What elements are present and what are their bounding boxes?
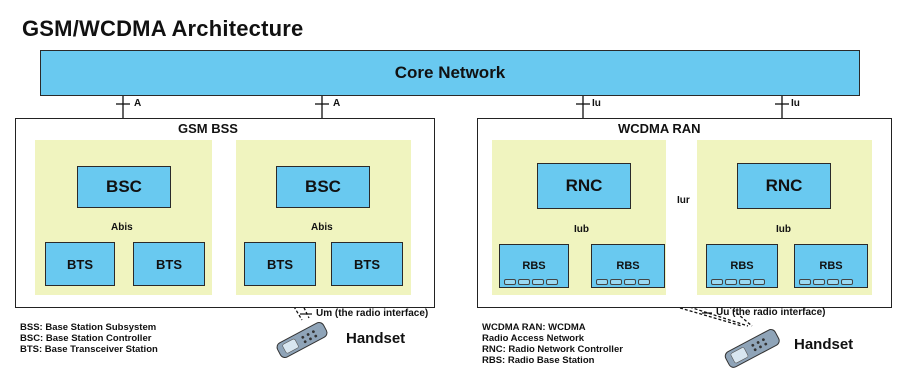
interface-iu-label: Iu xyxy=(791,98,800,109)
bsc-node: BSC xyxy=(276,166,370,208)
bts-node: BTS xyxy=(244,242,316,286)
interface-uu-label: Uu (the radio interface) xyxy=(716,307,826,318)
rbs-node: RBS xyxy=(499,244,569,288)
rnc-label: RNC xyxy=(765,176,803,195)
handset-label: Handset xyxy=(346,330,406,347)
legend-item: WCDMA RAN: WCDMA xyxy=(482,322,586,333)
interface-abis-label: Abis xyxy=(109,222,135,233)
interface-a-label: A xyxy=(134,98,142,109)
bts-node: BTS xyxy=(331,242,403,286)
handset-icon xyxy=(276,321,328,359)
rbs-node: RBS xyxy=(591,244,665,288)
interface-um-label: Um (the radio interface) xyxy=(316,308,429,319)
bsc-label: BSC xyxy=(305,177,341,196)
handset-label: Handset xyxy=(794,336,854,353)
legend-item: RNC: Radio Network Controller xyxy=(482,344,623,355)
core-network-block: Core Network xyxy=(40,50,860,96)
legend-item: BSS: Base Station Subsystem xyxy=(20,322,157,333)
rbs-node: RBS xyxy=(706,244,778,288)
legend-item: Radio Access Network xyxy=(482,333,585,344)
interface-iub-label: Iub xyxy=(774,224,793,235)
gsm-bss-label: GSM BSS xyxy=(174,121,242,136)
rbs-node: RBS xyxy=(794,244,868,288)
interface-iub-label: Iub xyxy=(572,224,591,235)
rbs-label: RBS xyxy=(522,260,546,272)
legend-gsm: BSS: Base Station Subsystem BSC: Base St… xyxy=(20,322,158,355)
rbs-label: RBS xyxy=(730,260,754,272)
diagram-title: GSM/WCDMA Architecture xyxy=(22,16,304,41)
rbs-label: RBS xyxy=(616,260,640,272)
core-network-label: Core Network xyxy=(394,63,506,82)
bts-node: BTS xyxy=(45,242,115,286)
rnc-node: RNC xyxy=(737,163,831,209)
legend-item: RBS: Radio Base Station xyxy=(482,355,595,366)
wcdma-ran-label: WCDMA RAN xyxy=(614,121,705,136)
handset-icon xyxy=(724,329,780,368)
bts-node: BTS xyxy=(133,242,205,286)
rnc-node: RNC xyxy=(537,163,631,209)
bts-label: BTS xyxy=(354,256,380,272)
legend-item: BSC: Base Station Controller xyxy=(20,333,152,344)
rbs-label: RBS xyxy=(819,260,843,272)
legend-item: BTS: Base Transceiver Station xyxy=(20,344,158,355)
rnc-label: RNC xyxy=(565,176,603,195)
bsc-node: BSC xyxy=(77,166,171,208)
bsc-label: BSC xyxy=(106,177,142,196)
interface-abis-label: Abis xyxy=(309,222,335,233)
interface-iur-label: Iur xyxy=(677,195,690,206)
bts-label: BTS xyxy=(67,256,93,272)
interface-iu-label: Iu xyxy=(592,98,601,109)
bts-label: BTS xyxy=(267,256,293,272)
interface-a-label: A xyxy=(333,98,341,109)
legend-wcdma: WCDMA RAN: WCDMA Radio Access Network RN… xyxy=(482,322,623,366)
bts-label: BTS xyxy=(156,256,182,272)
